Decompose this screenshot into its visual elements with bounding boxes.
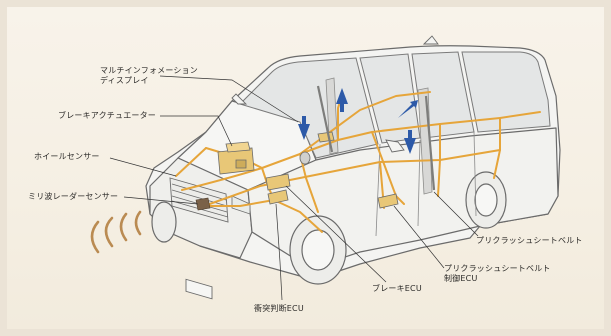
label-precrash-belt: プリクラッシュシートベルト bbox=[476, 236, 583, 245]
belt-retract-arrows bbox=[298, 88, 418, 154]
label-multi-info-display-line1: マルチインフォメーション bbox=[100, 66, 198, 75]
side-mirror-right bbox=[385, 139, 405, 153]
label-brake-ecu: ブレーキECU bbox=[372, 284, 422, 293]
label-brake-actuator: ブレーキアクチュエーター bbox=[58, 111, 156, 120]
roof-antenna bbox=[422, 35, 439, 45]
arrow-up-icon bbox=[336, 88, 348, 112]
brake-ecu-unit bbox=[265, 173, 291, 191]
multi-info-display-unit bbox=[317, 131, 335, 143]
label-millimeter-radar: ミリ波レーダーセンサー bbox=[28, 192, 119, 201]
wheel-sensor-unit bbox=[299, 151, 311, 165]
arrow-down-2-icon bbox=[404, 130, 416, 154]
side-mirror bbox=[231, 93, 248, 105]
label-multi-info-display-line2: ディスプレイ bbox=[100, 76, 149, 85]
label-precrash-belt-ecu-line2: 制御ECU bbox=[444, 274, 478, 283]
car-windows bbox=[239, 51, 551, 159]
collision-ecu-unit bbox=[267, 189, 289, 205]
precrash-belt-ecu-unit bbox=[377, 193, 399, 209]
label-multi-info-display: マルチインフォメーション ディスプレイ bbox=[100, 66, 198, 86]
leader-lines bbox=[109, 75, 479, 301]
radar-sensor-unit bbox=[195, 197, 211, 211]
label-precrash-belt-ecu: プリクラッシュシートベルト 制御ECU bbox=[444, 264, 551, 284]
seat-belts bbox=[316, 85, 436, 191]
radar-waves bbox=[90, 210, 142, 254]
brake-actuator-unit bbox=[217, 141, 255, 175]
door-lines bbox=[375, 131, 477, 237]
arrow-down-icon bbox=[298, 116, 310, 140]
label-precrash-belt-ecu-line1: プリクラッシュシートベルト bbox=[444, 264, 551, 273]
arrow-diag-icon bbox=[398, 100, 418, 118]
label-collision-ecu: 衝突判断ECU bbox=[254, 304, 304, 313]
label-wheel-sensor: ホイールセンサー bbox=[34, 152, 100, 161]
